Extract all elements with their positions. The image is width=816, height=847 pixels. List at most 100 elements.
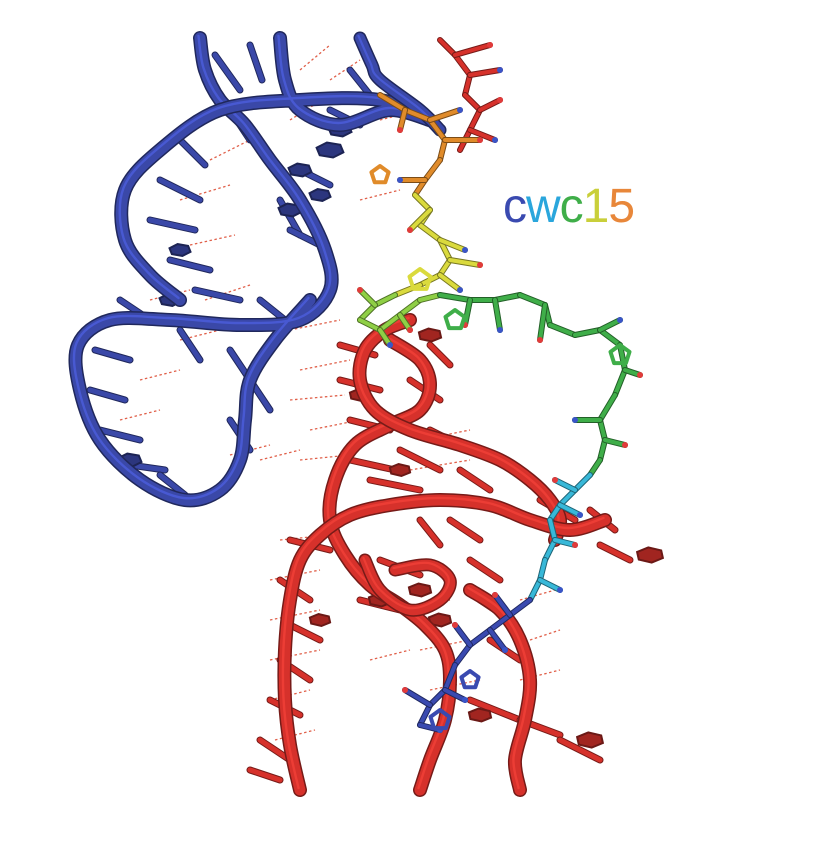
peptide-bond — [428, 118, 447, 142]
hbond — [269, 649, 321, 661]
peptide-atom — [572, 417, 578, 423]
hbond — [259, 449, 301, 461]
peptide-bond — [403, 108, 432, 122]
peptide-bond — [438, 293, 472, 302]
hbond — [289, 394, 346, 401]
peptide-sidechain — [538, 578, 562, 592]
peptide-bond — [573, 473, 592, 492]
peptide-atom — [462, 247, 468, 253]
blue-rna-backbone — [68, 31, 447, 508]
peptide-bond — [468, 108, 482, 132]
peptide-atom — [497, 97, 503, 103]
peptide-bond — [543, 538, 557, 562]
peptide-bond — [358, 303, 377, 322]
peptide-atom — [457, 107, 463, 113]
peptide-bond — [418, 223, 442, 242]
peptide-sidechain — [438, 238, 467, 252]
blue-base — [147, 217, 198, 233]
hbond — [189, 234, 236, 246]
blue-base — [177, 327, 203, 363]
peptide-ring — [443, 308, 467, 331]
peptide-sidechain — [448, 258, 482, 267]
red-base-ring — [575, 731, 605, 749]
peptide-sidechain — [488, 628, 507, 652]
peptide-atom — [402, 687, 408, 693]
red-base — [247, 767, 283, 783]
red-base — [257, 737, 293, 763]
peptide-bond — [413, 193, 432, 212]
peptide-atom — [557, 587, 563, 593]
peptide-atom — [452, 622, 458, 628]
hbond — [529, 629, 561, 641]
peptide-sidechain — [408, 208, 432, 232]
peptide-bond — [493, 293, 522, 302]
peptide-bond — [548, 323, 577, 337]
blue-base — [347, 67, 373, 98]
blue-base — [157, 177, 203, 203]
peptide-atom — [407, 327, 413, 333]
peptide-ring — [407, 267, 433, 291]
hbond — [209, 139, 251, 161]
peptide-bond — [548, 518, 557, 542]
peptide-ring — [369, 164, 391, 185]
peptide-bond — [438, 38, 457, 57]
peptide-bond — [423, 158, 442, 182]
red-rna-backbone — [277, 313, 612, 797]
peptide-sidechain — [468, 68, 502, 77]
peptide-bond — [518, 293, 547, 307]
peptide-sidechain — [558, 503, 582, 517]
hbond — [519, 589, 556, 601]
label-char: c — [503, 180, 527, 233]
red-backbone-tube-highlight — [356, 316, 560, 540]
blue-base — [212, 52, 243, 93]
hbond — [289, 319, 341, 331]
blue-base — [177, 137, 208, 168]
peptide-sidechain — [538, 303, 547, 342]
peptide-bond — [548, 503, 562, 522]
blue-base-ring — [308, 188, 332, 202]
red-base — [457, 467, 493, 493]
peptide-sidechain — [398, 108, 407, 132]
red-base-ring — [388, 462, 412, 478]
peptide-sidechain — [478, 98, 502, 112]
hbond — [369, 649, 411, 661]
peptide-ring — [608, 343, 632, 366]
peptide-sidechain — [463, 298, 472, 327]
peptide-ring — [459, 669, 481, 690]
peptide-sidechain — [493, 298, 502, 332]
peptide-bond — [613, 368, 627, 397]
red-backbone-tube-highlight — [281, 496, 605, 790]
cwc15-label: cwc15 — [503, 180, 635, 233]
peptide-bond — [558, 488, 577, 507]
red-base — [287, 622, 323, 643]
peptide-sidechain — [428, 108, 462, 122]
peptide-bond — [438, 258, 452, 277]
red-base-ring — [427, 612, 453, 628]
peptide-sidechain — [553, 538, 577, 547]
peptide-bond — [538, 558, 547, 582]
peptide-atom — [477, 137, 483, 143]
hbond — [329, 59, 361, 81]
peptide-bond — [488, 613, 512, 632]
peptide-bond — [428, 688, 447, 707]
blue-base-ring — [287, 162, 313, 178]
peptide-sidechain — [493, 593, 512, 617]
red-base — [427, 342, 453, 368]
red-base — [467, 557, 503, 583]
red-base — [597, 542, 633, 563]
hbond — [179, 184, 231, 201]
blue-base — [87, 387, 128, 403]
label-char: c — [559, 180, 584, 233]
blue-backbone-tube-highlight — [118, 34, 430, 300]
peptide-atom — [357, 287, 363, 293]
peptide-bond — [443, 663, 457, 692]
hbond — [359, 189, 401, 201]
peptide-atom — [617, 317, 623, 323]
red-base-ring — [407, 582, 433, 598]
peptide-atom — [637, 372, 643, 378]
peptide-atom — [537, 337, 543, 343]
peptide-ring — [428, 708, 452, 731]
peptide-bond — [468, 628, 492, 647]
red-rna-bases — [246, 327, 665, 784]
